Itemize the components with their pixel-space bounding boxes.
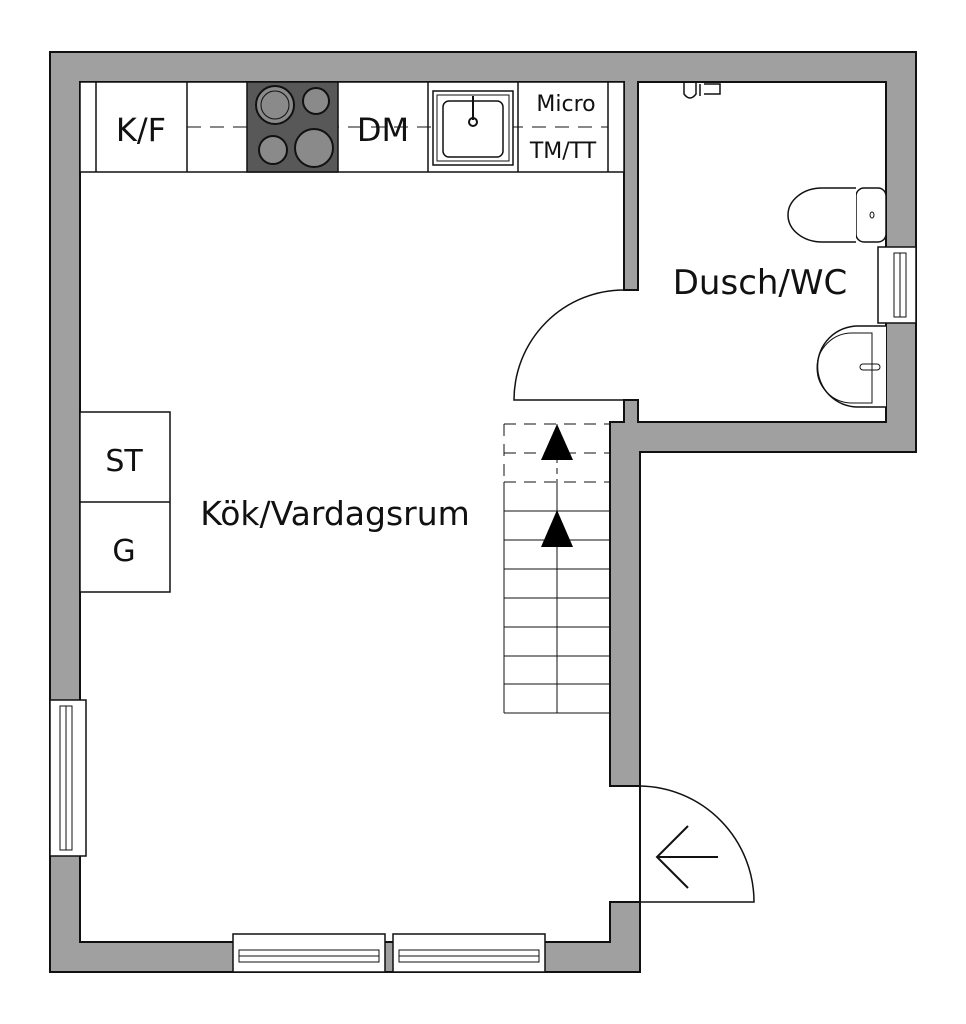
microwave-label: Micro	[536, 92, 595, 117]
bathroom-sink	[816, 325, 886, 408]
staircase	[503, 423, 610, 714]
fridge-freezer-label: K/F	[116, 111, 166, 149]
stairs-up-arrow-icon	[541, 510, 573, 547]
storage-cabinets	[79, 411, 171, 593]
shower-head-icon	[683, 82, 721, 99]
room-label-bathroom: Dusch/WC	[673, 263, 848, 303]
room-label-kitchen-living: Kök/Vardagsrum	[200, 494, 470, 533]
window-bottom-2	[392, 933, 546, 973]
bathroom-door	[513, 289, 625, 401]
entrance-door	[639, 785, 755, 903]
stove	[246, 81, 339, 173]
wardrobe-label: ST	[105, 444, 143, 479]
toilet	[787, 187, 887, 243]
washer-dryer-label: TM/TT	[529, 139, 597, 164]
dishwasher-label: DM	[357, 111, 409, 149]
kitchen-sink	[432, 90, 514, 166]
window-bathroom	[877, 246, 917, 324]
window-left	[49, 699, 87, 857]
garderob-label: G	[112, 534, 135, 569]
window-bottom-1	[232, 933, 386, 973]
entrance-arrow-icon	[655, 825, 718, 889]
stairs-up-arrow-icon	[541, 424, 573, 460]
